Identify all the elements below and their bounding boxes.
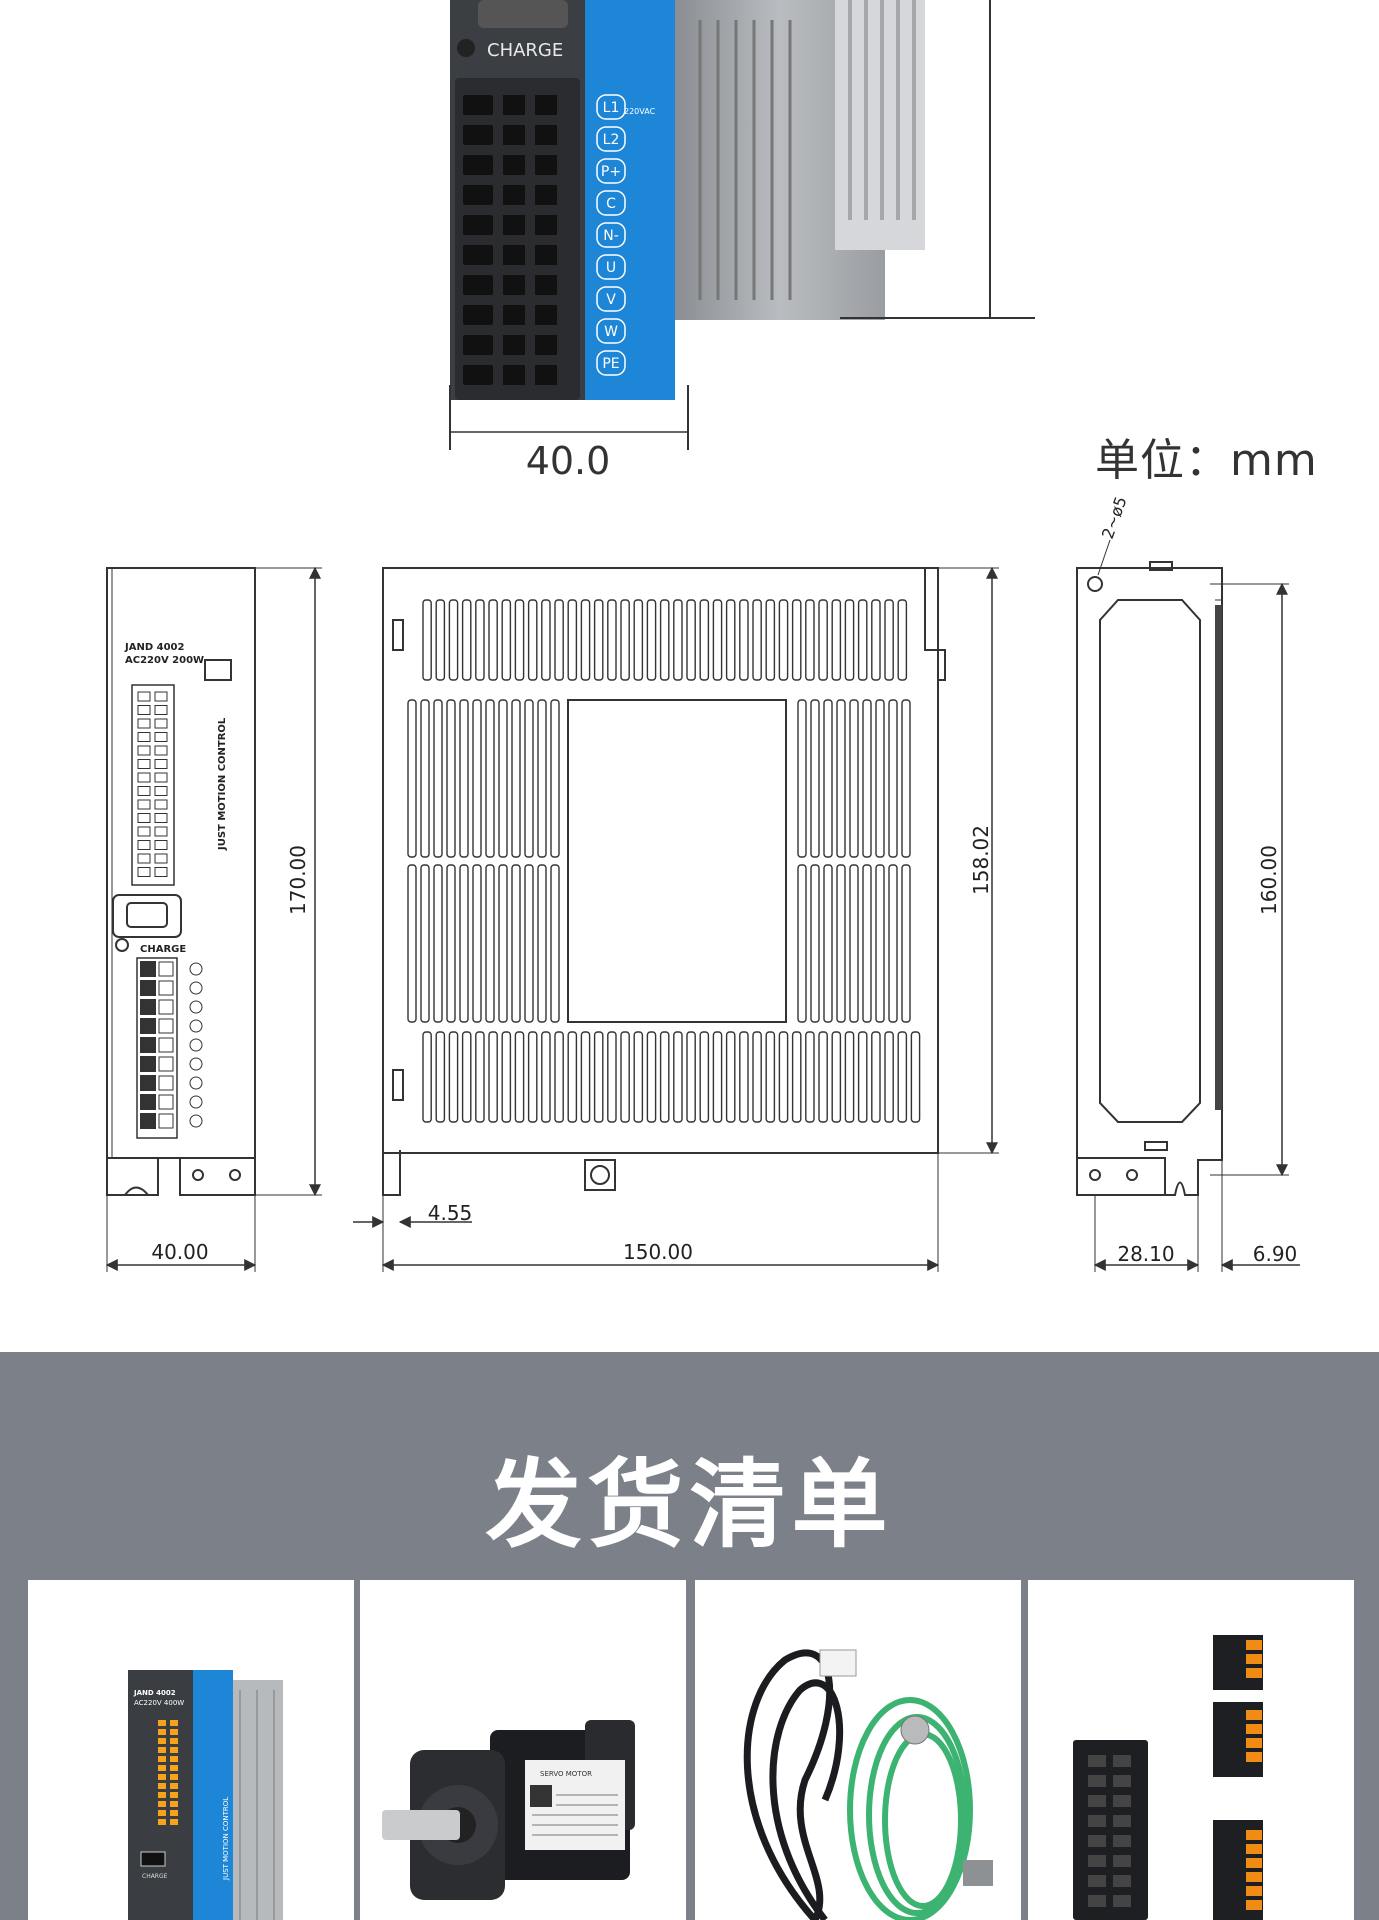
- front-rating-text: AC220V 200W: [125, 655, 204, 666]
- side-depth-dimension: 150.00: [623, 1240, 693, 1264]
- front-brand-text: JUST MOTION CONTROL: [217, 717, 228, 851]
- terminal-badge: [596, 286, 626, 312]
- side-height-dimension: 158.02: [969, 825, 993, 895]
- terminal-badge: [596, 222, 626, 248]
- front-width-dimension: 40.00: [151, 1240, 208, 1264]
- side-view-drawing: [353, 566, 999, 1272]
- terminal-label: C: [606, 196, 616, 212]
- terminal-badge: [596, 190, 626, 216]
- terminal-label: W: [604, 324, 618, 340]
- item-servo-drive: JAND 4002 AC220V 400W JUST MOTION CONTRO…: [28, 1580, 354, 1920]
- item-drive-charge: CHARGE: [142, 1873, 168, 1880]
- back-holes-dimension: 2~ø5: [1098, 494, 1131, 541]
- terminal-badge: [596, 158, 626, 184]
- item-drive-rating: AC220V 400W: [134, 1699, 184, 1707]
- terminal-label: L1: [603, 100, 620, 116]
- item-motor-label: SERVO MOTOR: [540, 1770, 592, 1778]
- item-cables: [695, 1580, 1021, 1920]
- back-offset-dimension: 6.90: [1253, 1242, 1298, 1266]
- terminal-badge: [596, 318, 626, 344]
- back-view-drawing: [1076, 539, 1300, 1272]
- terminal-label: U: [606, 260, 616, 276]
- back-width-dimension: 28.10: [1117, 1242, 1174, 1266]
- item-drive-brand: JUST MOTION CONTROL: [222, 1797, 230, 1881]
- item-servo-motor: SERVO MOTOR: [360, 1580, 686, 1920]
- front-model-text: JAND 4002: [124, 642, 184, 653]
- photo-charge-label: CHARGE: [487, 40, 563, 61]
- terminal-badge: [596, 350, 626, 376]
- photo-voltage-label: 220VAC: [624, 107, 656, 116]
- front-charge-text: CHARGE: [140, 944, 186, 955]
- side-offset-dimension: 4.55: [428, 1201, 473, 1225]
- item-terminal-connectors: [1028, 1580, 1354, 1920]
- terminal-label: N-: [603, 228, 619, 244]
- terminal-badge: [596, 94, 626, 120]
- item-drive-model: JAND 4002: [133, 1689, 176, 1697]
- front-height-dimension: 170.00: [286, 845, 310, 915]
- shipping-list-title: 发货清单: [485, 1449, 894, 1561]
- units-label: 单位：mm: [1095, 435, 1318, 486]
- terminal-label: P+: [601, 164, 621, 180]
- terminal-label: PE: [602, 356, 619, 372]
- terminal-label: L2: [603, 132, 620, 148]
- front-view-drawing: [105, 566, 322, 1272]
- terminal-badge: [596, 254, 626, 280]
- back-height-dimension: 160.00: [1257, 845, 1281, 915]
- terminal-label: V: [606, 292, 616, 308]
- photo-width-dimension: 40.0: [526, 439, 611, 483]
- shipping-list-section: 发货清单 JAND 4002 AC220V 400W JUST MOTION C…: [0, 1352, 1379, 1920]
- terminal-badge: [596, 126, 626, 152]
